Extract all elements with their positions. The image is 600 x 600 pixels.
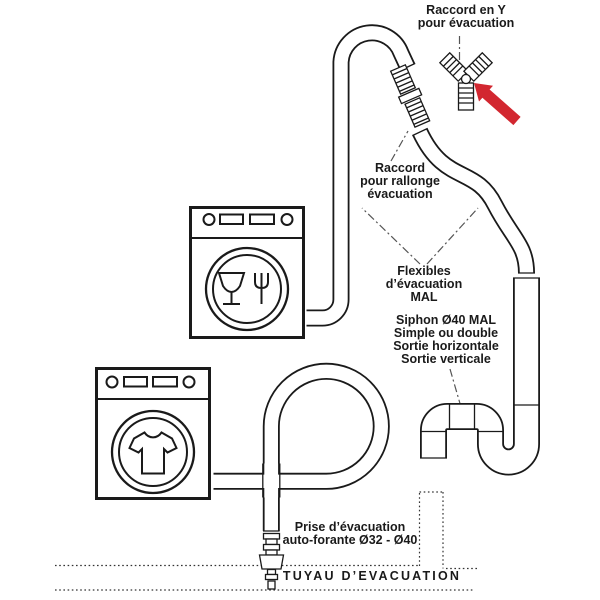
drain-tap-icon (258, 532, 285, 590)
glass-fork-icon (217, 272, 269, 305)
tshirt-icon (128, 431, 178, 475)
red-arrow-icon (474, 83, 521, 126)
evacuation-flexible-hose (412, 127, 535, 274)
dishwasher-icon (189, 206, 305, 339)
drain-pipe-dotted-lines (55, 491, 477, 591)
washing-machine-icon (95, 367, 211, 500)
extension-connector-icon (389, 63, 431, 128)
washer-drain-hose (213, 362, 390, 532)
siphon-icon (420, 277, 540, 476)
y-connector-icon (438, 51, 494, 111)
leader-lines (361, 36, 479, 408)
